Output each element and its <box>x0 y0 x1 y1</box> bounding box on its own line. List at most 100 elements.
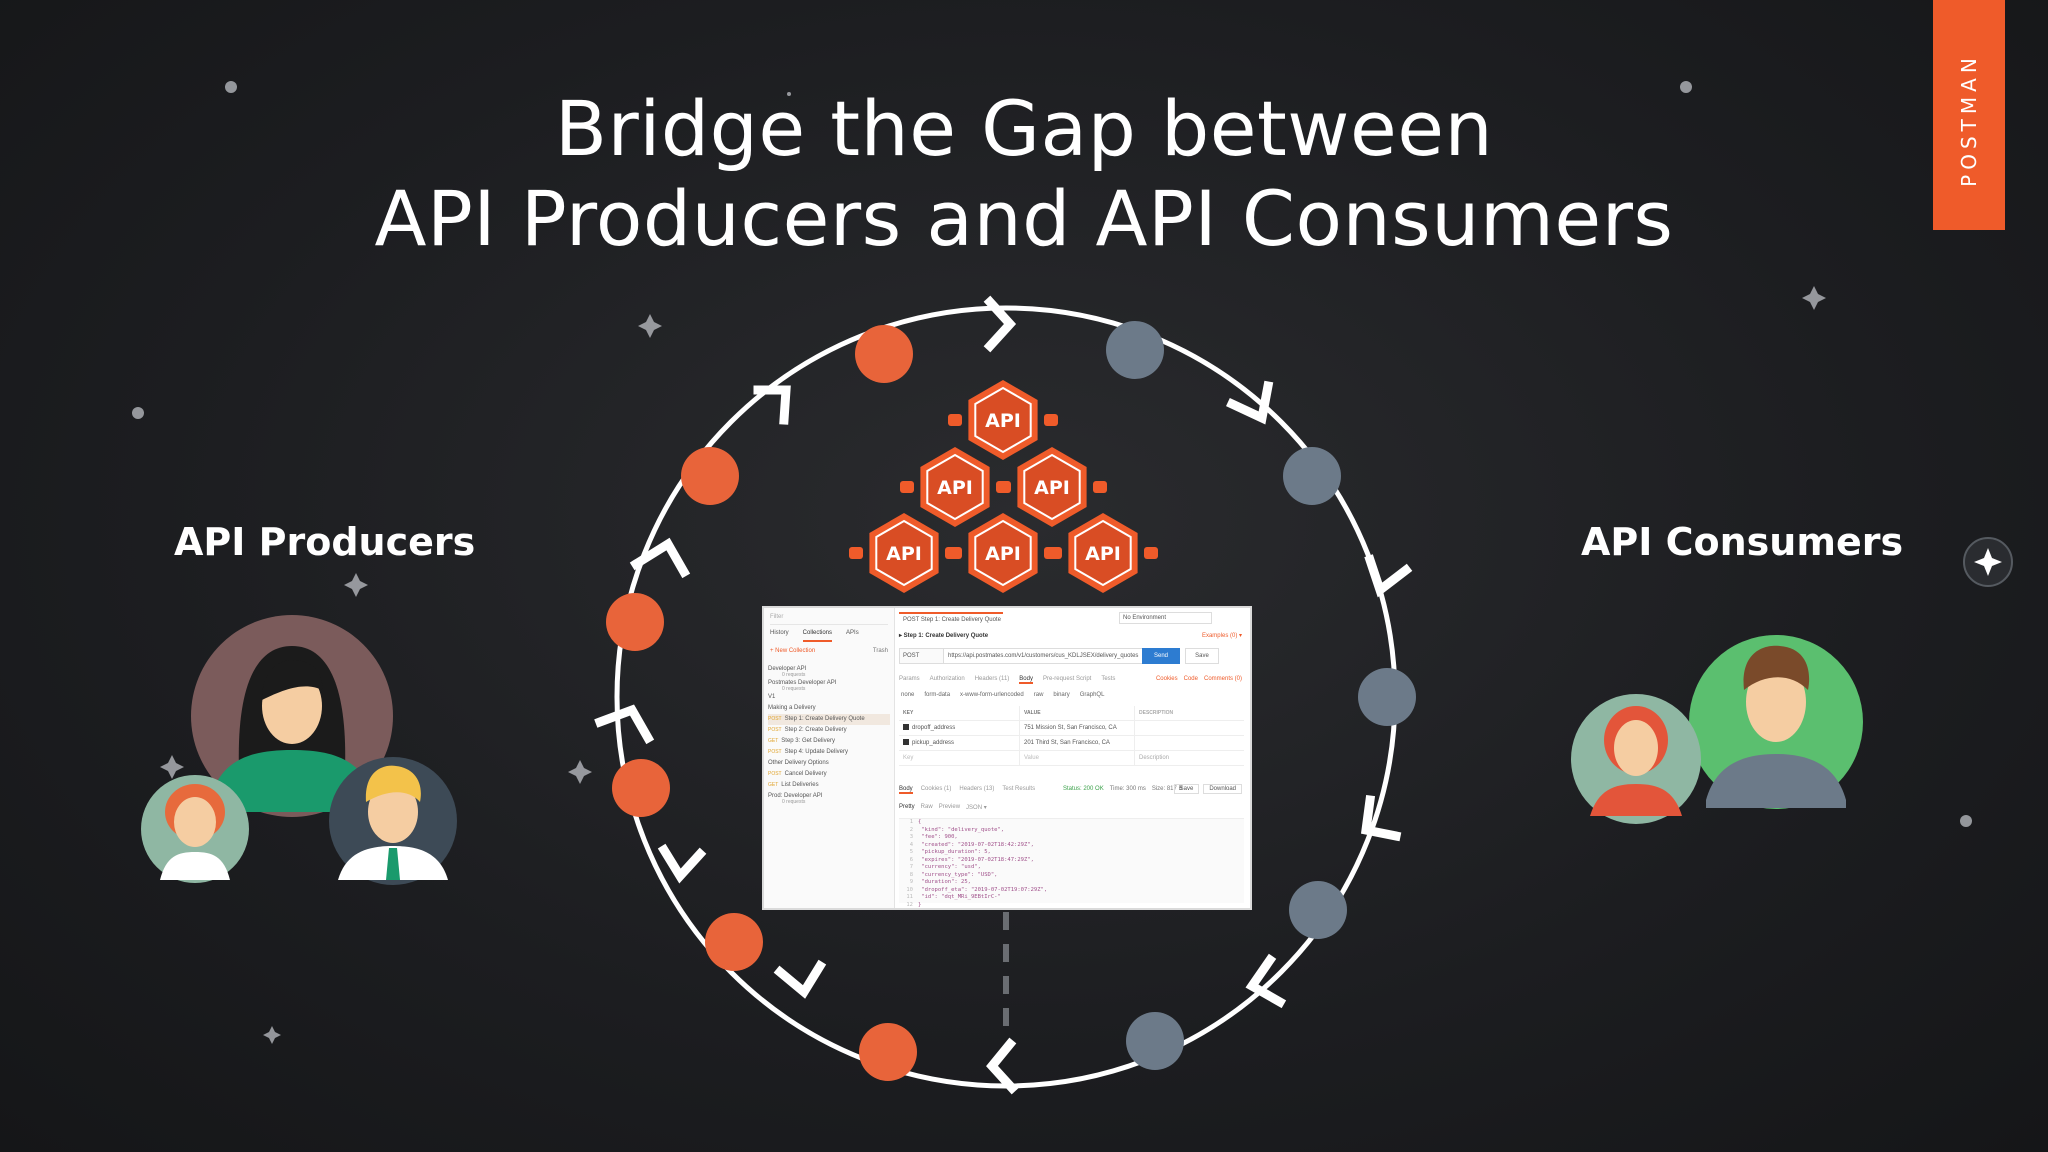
cookies-link[interactable]: Cookies <box>1155 676 1178 682</box>
tab-tests[interactable]: Tests <box>1101 676 1116 682</box>
tab-pre-request-script[interactable]: Pre-request Script <box>1042 676 1092 682</box>
plug-icon <box>849 547 863 559</box>
producer-node <box>859 1023 917 1081</box>
consumer-node <box>1283 447 1341 505</box>
tab-body[interactable]: Body <box>1019 676 1033 684</box>
consumer-node <box>1358 668 1416 726</box>
tab-history[interactable]: History <box>770 630 789 636</box>
checkbox-checked[interactable] <box>903 739 909 746</box>
sidebar-item[interactable]: Developer API <box>768 664 890 675</box>
line-number: 7 <box>909 864 913 870</box>
status-code: Status: 200 OK <box>1063 786 1104 792</box>
avatar-consumer-man-face <box>1746 662 1806 742</box>
body-type-binary[interactable]: binary <box>1053 692 1070 698</box>
request-tabs: Params Authorization Headers (11) Body P… <box>899 676 1115 684</box>
code-line: 7 "currency": "usd", <box>899 864 1244 872</box>
sidebar-item[interactable]: Prod: Developer API <box>768 791 890 802</box>
body-type-none[interactable]: none <box>901 692 915 698</box>
new-collection-button[interactable]: + New Collection <box>770 648 816 654</box>
sidebar-item-sub: 0 requests <box>782 672 806 678</box>
save-response-button[interactable]: Save <box>1173 784 1200 794</box>
line-number: 5 <box>909 849 913 855</box>
plug-icon <box>1144 547 1158 559</box>
tab-headers[interactable]: Headers (11) <box>974 676 1010 682</box>
row-value[interactable]: Value <box>1019 751 1134 765</box>
plug-icon <box>1093 481 1107 493</box>
tab-pretty[interactable]: Pretty <box>899 804 915 810</box>
line-number: 3 <box>909 834 913 840</box>
tab-params[interactable]: Params <box>899 676 920 682</box>
cycle-arrows <box>594 295 1413 1095</box>
environment-select[interactable]: No Environment <box>1119 612 1212 624</box>
tab-response-headers[interactable]: Headers (13) <box>959 786 995 792</box>
hexagon-inner <box>1023 453 1081 521</box>
code-line: 1{ <box>899 819 1244 827</box>
code-text: "kind": "delivery_quote", <box>918 826 1005 833</box>
url-input[interactable]: https://api.postmates.com/v1/customers/c… <box>943 648 1143 664</box>
request-tab[interactable]: POST Step 1: Create Delivery Quote <box>899 612 1003 626</box>
producer-node <box>705 913 763 971</box>
api-hexagon: API <box>948 380 1058 460</box>
compass-badge[interactable] <box>1963 537 2013 587</box>
sidebar-item-label: Developer API <box>768 666 807 672</box>
line-number: 2 <box>909 826 913 833</box>
row-description[interactable]: Description <box>1134 751 1244 765</box>
tab-raw[interactable]: Raw <box>920 804 933 810</box>
table-row[interactable]: dropoff_address 751 Mission St, San Fran… <box>899 721 1244 736</box>
arrow-chevron-icon <box>753 385 791 425</box>
sidebar-item[interactable]: Postmates Developer API <box>768 678 890 689</box>
code-text: { <box>918 819 922 825</box>
row-key[interactable]: Key <box>903 755 914 761</box>
row-value[interactable]: 751 Mission St, San Francisco, CA <box>1019 721 1134 735</box>
row-description[interactable] <box>1134 721 1244 735</box>
sidebar-item-label: Step 3: Get Delivery <box>781 738 835 744</box>
body-type-options: none form-data x-www-form-urlencoded raw… <box>901 692 1104 698</box>
sidebar-item[interactable]: V1 <box>768 692 890 703</box>
body-type-graphql[interactable]: GraphQL <box>1079 692 1105 698</box>
plug-icon <box>1048 547 1062 559</box>
code-line: 8 "currency_type": "USD", <box>899 872 1244 880</box>
header-key: KEY <box>903 710 914 716</box>
checkbox-checked[interactable] <box>903 724 909 731</box>
sidebar-item[interactable]: Other Delivery Options <box>768 758 890 769</box>
avatar-consumer-man-body <box>1706 754 1846 808</box>
arrow-chevron-icon <box>594 704 655 745</box>
method-select[interactable]: POST <box>899 648 944 664</box>
sidebar-item-label: V1 <box>768 694 776 700</box>
tab-response-cookies[interactable]: Cookies (1) <box>920 786 952 792</box>
body-type-urlencoded[interactable]: x-www-form-urlencoded <box>960 692 1024 698</box>
tab-authorization[interactable]: Authorization <box>929 676 965 682</box>
table-row[interactable]: pickup_address 201 Third St, San Francis… <box>899 736 1244 751</box>
download-button[interactable]: Download <box>1203 784 1242 794</box>
send-button[interactable]: Send <box>1142 648 1180 664</box>
body-type-form-data[interactable]: form-data <box>924 692 951 698</box>
api-hexagon: API <box>849 513 959 593</box>
tab-test-results[interactable]: Test Results <box>1002 786 1036 792</box>
comments-link[interactable]: Comments (0) <box>1203 676 1242 682</box>
save-button[interactable]: Save <box>1185 648 1219 664</box>
table-row-placeholder[interactable]: Key Value Description <box>899 751 1244 766</box>
sidebar-item[interactable]: Making a Delivery <box>768 703 890 714</box>
row-value[interactable]: 201 Third St, San Francisco, CA <box>1019 736 1134 750</box>
sidebar-filter-input[interactable]: Filter <box>770 614 888 625</box>
row-description[interactable] <box>1134 736 1244 750</box>
tab-response-body[interactable]: Body <box>899 786 913 794</box>
tab-preview[interactable]: Preview <box>938 804 961 810</box>
tab-collections[interactable]: Collections <box>802 630 833 642</box>
tab-apis[interactable]: APIs <box>846 630 859 636</box>
examples-link[interactable]: Examples (0) ▾ <box>1201 633 1242 639</box>
consumer-node <box>1106 321 1164 379</box>
code-link[interactable]: Code <box>1183 676 1198 682</box>
format-select[interactable]: JSON ▾ <box>966 805 987 811</box>
body-type-raw[interactable]: raw <box>1033 692 1044 698</box>
response-code-view[interactable]: 1{2 "kind": "delivery_quote",3 "fee": 90… <box>899 818 1244 908</box>
sidebar-item-label: Postmates Developer API <box>768 680 837 686</box>
trash-button[interactable]: Trash <box>872 648 888 654</box>
response-tabs: Body Cookies (1) Headers (13) Test Resul… <box>899 786 1035 794</box>
